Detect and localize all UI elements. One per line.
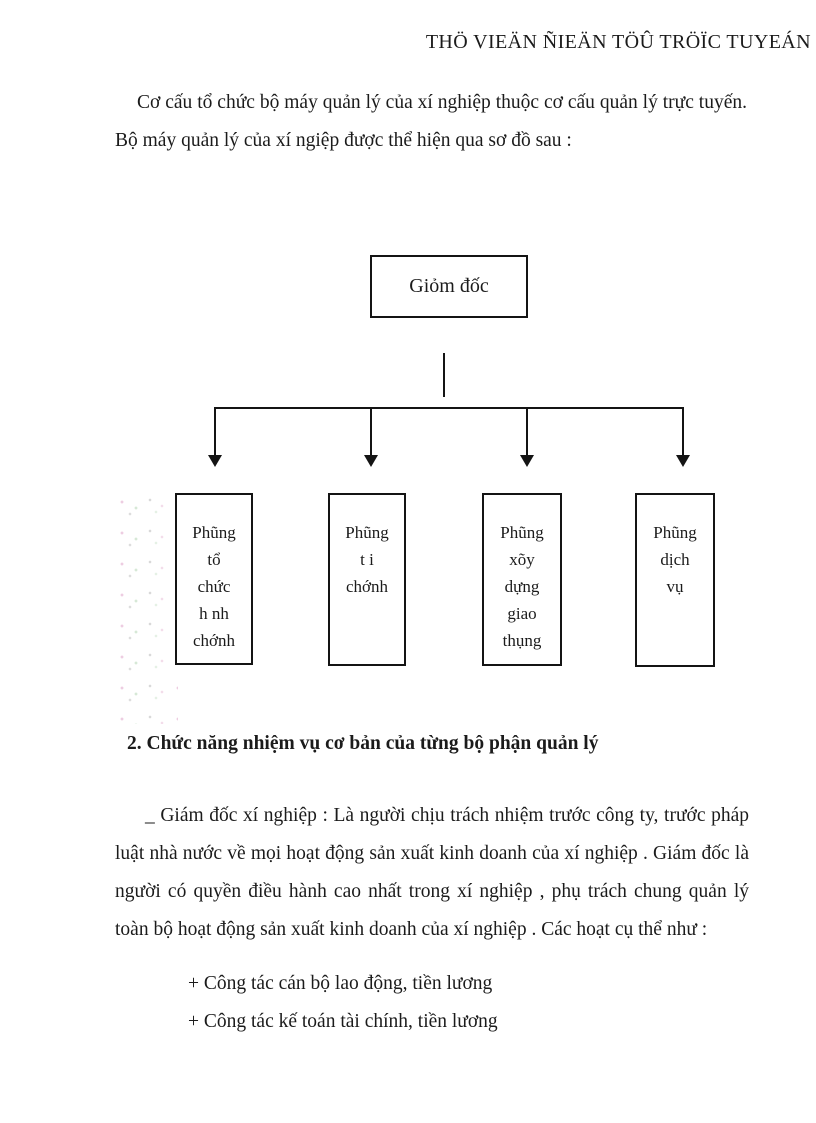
org-chart-box-label-line: tổ bbox=[207, 550, 221, 569]
connector-horizontal-line bbox=[214, 407, 684, 409]
org-chart-root-label: Giỏm đốc bbox=[409, 275, 489, 297]
arrow-down-icon bbox=[364, 455, 378, 467]
org-chart-box-label-line: thụng bbox=[502, 631, 542, 650]
arrow-down-icon bbox=[676, 455, 690, 467]
connector-drop-line bbox=[214, 408, 216, 456]
connector-drop-line bbox=[526, 408, 528, 456]
section-heading: 2. Chức năng nhiệm vụ cơ bản của từng bộ… bbox=[127, 733, 599, 754]
org-chart-box-label-line: dựng bbox=[504, 577, 540, 596]
bullet-item: + Công tác cán bộ lao động, tiền lương bbox=[188, 973, 493, 994]
org-chart-box-label-line: Phũng bbox=[192, 523, 236, 542]
org-chart-box-label-line: vụ bbox=[666, 577, 684, 596]
watermark-speckles bbox=[116, 496, 178, 724]
org-chart-box-label-line: t i bbox=[360, 550, 374, 569]
org-chart-box-label-line: chớnh bbox=[345, 577, 389, 596]
org-chart-box-label-line: chức bbox=[197, 577, 231, 596]
arrow-down-icon bbox=[520, 455, 534, 467]
org-chart-box-label-line: Phũng bbox=[345, 523, 389, 542]
org-chart-box-construction: Phũng xõy dựng giao thụng bbox=[482, 493, 562, 666]
bullet-item: + Công tác kế toán tài chính, tiền lương bbox=[188, 1011, 498, 1032]
org-chart-box-label-line: chớnh bbox=[192, 631, 236, 650]
page-header-title: THÖ VIEÄN ÑIEÄN TÖÛ TRÖÏC TUYEÁN bbox=[425, 31, 811, 53]
org-chart-box-label-line: giao bbox=[507, 604, 537, 623]
director-paragraph: _ Giám đốc xí nghiệp : Là người chịu trá… bbox=[115, 805, 749, 940]
org-chart-box-services: Phũng dịch vụ bbox=[635, 493, 715, 667]
org-chart-box-admin: Phũng tổ chức h nh chớnh bbox=[175, 493, 253, 665]
org-chart-box-label-line: dịch bbox=[660, 550, 690, 569]
connector-drop-line bbox=[682, 408, 684, 456]
org-chart-box-label-line: xõy bbox=[509, 550, 535, 569]
org-chart-box-label-line: Phũng bbox=[653, 523, 697, 542]
connector-drop-line bbox=[370, 408, 372, 456]
org-chart-box-finance: Phũng t i chớnh bbox=[328, 493, 406, 666]
arrow-down-icon bbox=[208, 455, 222, 467]
intro-paragraph: Cơ cấu tổ chức bộ máy quản lý của xí ngh… bbox=[115, 92, 747, 151]
connector-stub-line bbox=[443, 353, 445, 397]
org-chart-box-label-line: Phũng bbox=[500, 523, 544, 542]
org-chart-box-label-line: h nh bbox=[199, 604, 229, 623]
org-chart-root-box: Giỏm đốc bbox=[370, 255, 528, 318]
